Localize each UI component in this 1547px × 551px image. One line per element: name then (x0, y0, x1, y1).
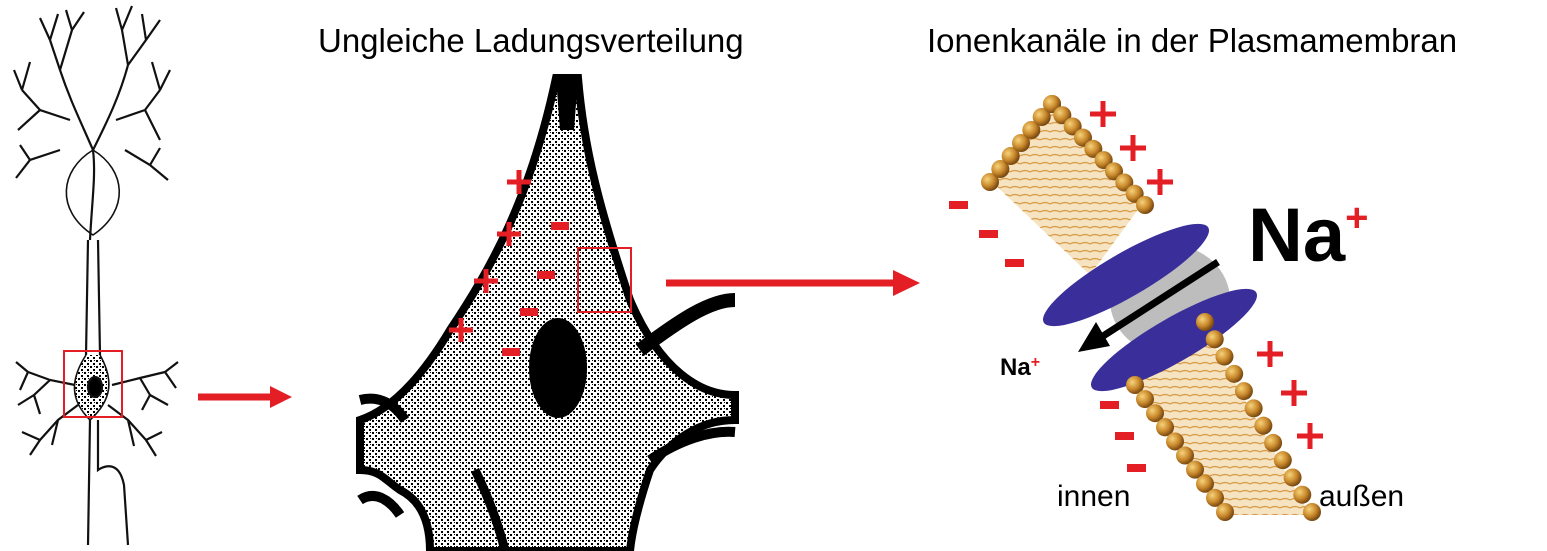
plus-sign (1281, 380, 1307, 406)
minus-sign (537, 271, 555, 279)
minus-sign (1005, 259, 1024, 267)
label-inside: innen (1057, 480, 1130, 514)
plus-sign (1147, 169, 1173, 195)
minus-sign (979, 230, 998, 238)
charge-superscript: + (1031, 354, 1040, 371)
label-outside: außen (1319, 480, 1404, 514)
lipid-head (1225, 365, 1243, 383)
sodium-ion-inside-label: Na+ (1000, 354, 1040, 382)
minus-sign (520, 308, 538, 316)
membrane-minus-charges (949, 201, 1146, 472)
plus-sign (1120, 135, 1146, 161)
minus-sign (551, 222, 569, 230)
lipid-head (1206, 330, 1224, 348)
sodium-symbol: Na (1000, 354, 1031, 381)
zoom-arrow-2-head (893, 270, 920, 296)
lipid-head (1235, 382, 1253, 400)
minus-sign (1127, 464, 1146, 472)
lipid-head (1264, 434, 1282, 452)
title-ion-channels: Ionenkanäle in der Plasmamembran (927, 22, 1457, 60)
lipid-head (1274, 451, 1292, 469)
neuron-sketch (14, 6, 178, 545)
lipid-head (1254, 417, 1272, 435)
lipid-head (1293, 486, 1311, 504)
lipid-head (1284, 468, 1302, 486)
plasma-membrane (990, 105, 1310, 515)
lipid-head (1136, 196, 1154, 214)
minus-sign (1100, 401, 1119, 409)
plus-sign (1257, 341, 1283, 367)
lipid-head (1215, 348, 1233, 366)
plus-sign (1090, 101, 1116, 127)
zoom-arrow-1-head (270, 386, 292, 408)
minus-sign (949, 201, 968, 209)
sodium-symbol: Na (1248, 193, 1345, 278)
sodium-ion-outside-label: Na+ (1248, 192, 1369, 279)
title-charge-distribution: Ungleiche Ladungsverteilung (318, 22, 744, 60)
lipid-head (1245, 399, 1263, 417)
minus-sign (502, 348, 520, 356)
plus-sign (1297, 423, 1323, 449)
charge-superscript: + (1345, 196, 1368, 240)
lipid-head (1216, 503, 1234, 521)
soma-enlarged (360, 78, 735, 551)
lipid-head (1196, 313, 1214, 331)
minus-sign (1115, 432, 1134, 440)
